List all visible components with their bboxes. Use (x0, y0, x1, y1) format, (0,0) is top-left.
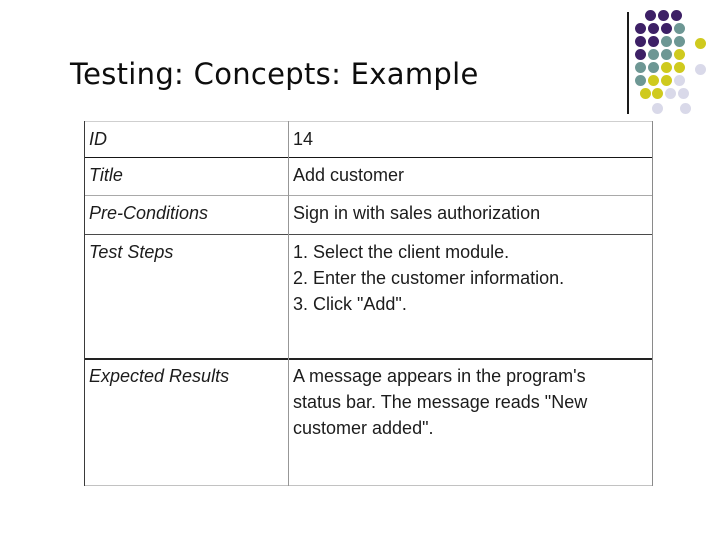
table-row-divider (84, 195, 653, 196)
decoration-vertical-line (627, 12, 629, 114)
decoration-dot (679, 102, 691, 114)
cell-expected-results-value: A message appears in the program's statu… (293, 363, 649, 441)
text-line: Add customer (293, 165, 405, 185)
decoration-dot (634, 22, 646, 34)
decoration-dot (673, 74, 685, 86)
text-line: 1. Select the client module. (293, 242, 510, 262)
decoration-dot (660, 48, 672, 60)
decoration-dot (660, 74, 672, 86)
table-row-divider (84, 234, 653, 235)
decoration-dot (660, 61, 672, 73)
decoration-dot (677, 87, 689, 99)
decoration-dot (670, 9, 682, 21)
row-label-id: ID (89, 129, 107, 149)
decoration-dot (634, 35, 646, 47)
decoration-dot (694, 63, 706, 75)
decoration-dot (660, 22, 672, 34)
text-line: A message appears in the program's (293, 366, 586, 386)
table-left-border (84, 121, 85, 486)
decoration-dot (647, 22, 659, 34)
row-label-test-steps: Test Steps (89, 242, 174, 262)
decoration-dot (647, 35, 659, 47)
table-row-divider (84, 358, 653, 360)
cell-pre-conditions-value: Sign in with sales authorization (293, 200, 649, 226)
decoration-dot (647, 74, 659, 86)
table-top-border (84, 121, 653, 122)
decoration-dot (651, 87, 663, 99)
table-row-divider (84, 157, 653, 158)
row-label-pre-conditions: Pre-Conditions (89, 203, 209, 223)
row-label-expected-results: Expected Results (89, 366, 230, 386)
decoration-dot (673, 35, 685, 47)
decoration-dot (660, 35, 672, 47)
decoration-dot (634, 61, 646, 73)
decoration-dot (673, 61, 685, 73)
text-line: Sign in with sales authorization (293, 203, 541, 223)
text-line: 14 (293, 129, 314, 149)
decoration-dot (639, 87, 651, 99)
decoration-dot (651, 102, 663, 114)
decoration-dot (644, 9, 656, 21)
decoration-dot (634, 74, 646, 86)
text-line: 2. Enter the customer information. (293, 268, 565, 288)
text-line: status bar. The message reads "New (293, 392, 588, 412)
decoration-dot (634, 48, 646, 60)
cell-title-value: Add customer (293, 162, 649, 188)
table-column-divider (288, 121, 289, 486)
text-line: 3. Click "Add". (293, 294, 407, 314)
text-line: customer added". (293, 418, 434, 438)
decoration-dot (664, 87, 676, 99)
decoration-dot (694, 37, 706, 49)
decoration-dot (647, 48, 659, 60)
table-right-border (652, 121, 653, 486)
row-label-title: Title (89, 165, 123, 185)
cell-id-value: 14 (293, 126, 649, 152)
table-bottom-border (84, 485, 653, 486)
cell-test-steps-value: 1. Select the client module. 2. Enter th… (293, 239, 649, 317)
decoration-dot (673, 48, 685, 60)
decoration-dot (657, 9, 669, 21)
slide-title: Testing: Concepts: Example (70, 57, 479, 91)
decoration-dot (647, 61, 659, 73)
decoration-dot (673, 22, 685, 34)
